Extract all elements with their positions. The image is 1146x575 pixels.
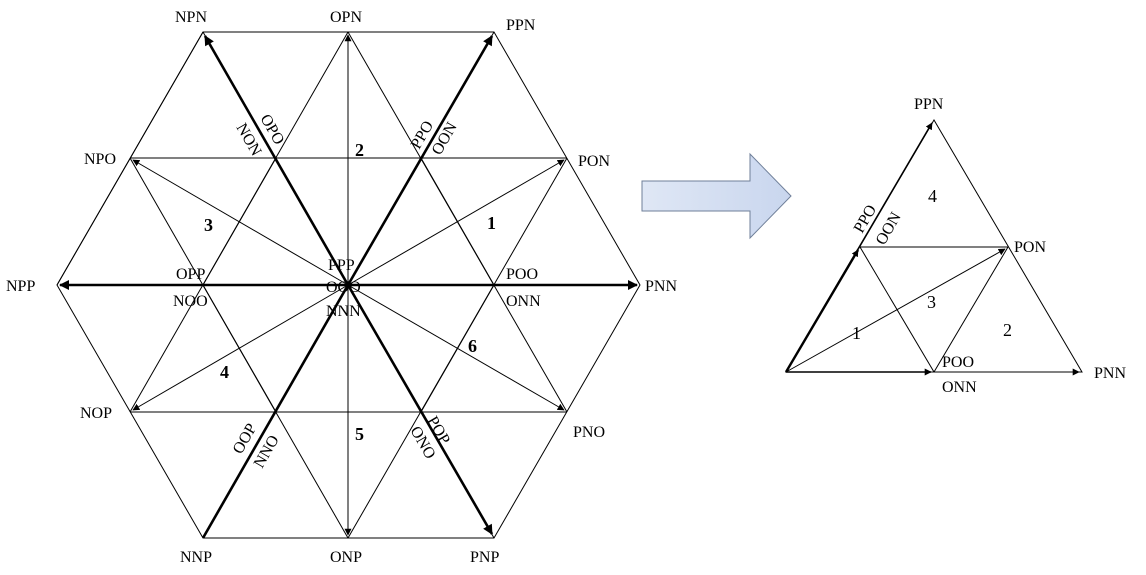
label-ooo: OOO [326, 279, 361, 296]
label-non: NON [233, 121, 265, 160]
sector-6: 6 [468, 336, 477, 356]
label-noo: NOO [173, 293, 208, 310]
label-ppn: PPN [506, 17, 536, 34]
sector-1: 1 [487, 213, 496, 233]
tri-region-2: 2 [1003, 320, 1012, 340]
large-vector-arrows [59, 35, 638, 539]
label-npo: NPO [84, 151, 116, 168]
sector-3: 3 [204, 215, 213, 235]
tri-label-ppn: PPN [914, 96, 944, 113]
label-pnp: PNP [470, 549, 499, 566]
tri-label-pon: PON [1014, 239, 1046, 256]
arrow-pnp [346, 284, 494, 535]
sector-5: 5 [355, 424, 364, 444]
tri-arrow-pon [785, 248, 1006, 373]
tri-region-3: 3 [927, 292, 936, 312]
tri-label-onn: ONN [942, 379, 977, 396]
label-opn: OPN [330, 9, 362, 26]
arrow-pon [347, 159, 565, 286]
label-npp: NPP [6, 278, 35, 295]
label-nno: NNO [251, 432, 283, 471]
arrow-npn [203, 35, 350, 286]
label-ppp: PPP [328, 257, 355, 274]
label-pnn: PNN [645, 278, 677, 295]
label-opo: OPO [257, 112, 288, 148]
tri-arrow-ppo [784, 249, 860, 373]
arrow-nop [132, 284, 349, 411]
medium-vector-arrows [132, 34, 565, 536]
tri-region-1: 1 [852, 323, 861, 343]
tri-label-poo: POO [942, 354, 974, 371]
label-pon: PON [578, 153, 610, 170]
label-opp: OPP [176, 266, 205, 283]
label-nop: NOP [80, 405, 112, 422]
sector-triangle [784, 119, 1083, 376]
hexagon-sector-numbers: 1 2 3 4 5 6 [204, 140, 496, 444]
label-nnp: NNP [180, 549, 212, 566]
arrow-ppn [346, 35, 494, 286]
triangle-labels: PPN PON PNN POO ONN PPO OON 1 2 3 4 [851, 96, 1127, 396]
label-pno: PNO [573, 424, 605, 441]
hexagon-center-labels: PPP OOO NNN [326, 257, 361, 320]
label-onn: ONN [506, 293, 541, 310]
label-nnn: NNN [326, 303, 361, 320]
sector-2: 2 [355, 140, 364, 160]
tri-region-4: 4 [928, 186, 937, 206]
label-onp: ONP [330, 549, 362, 566]
hexagon-vertex-labels: NPN OPN PPN NPO PON NPP PNN NOP PNO NNP … [6, 9, 677, 566]
sector-4: 4 [220, 362, 229, 382]
label-poo: POO [506, 266, 538, 283]
hexagon-diagram [56, 31, 641, 539]
arrow-pno [347, 284, 565, 411]
arrow-npo [132, 159, 349, 286]
label-npn: NPN [175, 9, 207, 26]
arrow-nnp [201, 284, 350, 539]
label-oop: OOP [230, 421, 261, 457]
transition-arrow [641, 152, 792, 240]
tri-label-pnn: PNN [1094, 365, 1126, 382]
